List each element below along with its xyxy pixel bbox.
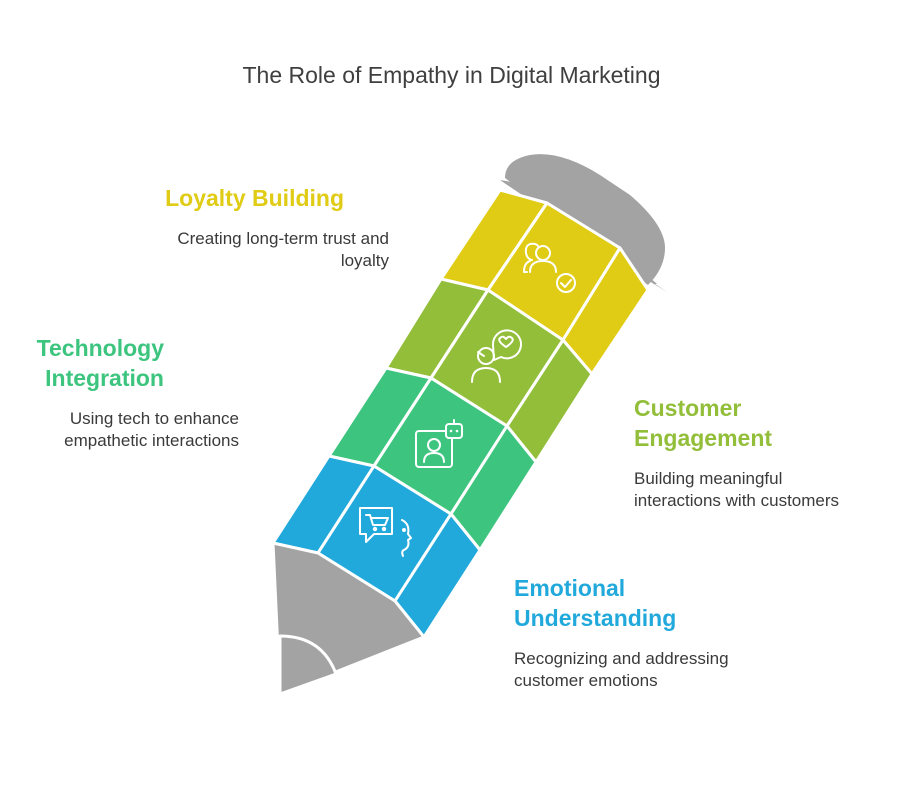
users-check-icon (523, 242, 576, 293)
customer-label-line1: Customer (634, 395, 742, 421)
robot-profile-icon (415, 419, 463, 468)
loyalty-label: Loyalty Building (165, 185, 344, 211)
customer-label-line2: Engagement (634, 425, 773, 451)
pencil-eraser (505, 154, 665, 285)
emotional-label-line2: Understanding (514, 605, 677, 631)
technology-desc-line2: empathetic interactions (64, 431, 239, 450)
loyalty-desc-line1: Creating long-term trust and (177, 229, 389, 248)
technology-desc-line1: Using tech to enhance (69, 409, 239, 428)
technology-label-line1: Technology (36, 335, 164, 361)
heart-chat-person-icon (471, 329, 522, 383)
loyalty-desc-line2: loyalty (340, 251, 389, 270)
emotional-label-line1: Emotional (514, 575, 626, 601)
page-title: The Role of Empathy in Digital Marketing (242, 62, 661, 88)
customer-desc-line1: Building meaningful (634, 469, 783, 488)
pencil-tip-point (278, 634, 338, 696)
cart-speech-face-icon (359, 507, 412, 557)
technology-label-line2: Integration (45, 365, 164, 391)
emotional-desc-line2: customer emotions (514, 671, 658, 690)
emotional-desc-line1: Recognizing and addressing (514, 649, 729, 668)
customer-desc-line2: interactions with customers (634, 491, 840, 510)
